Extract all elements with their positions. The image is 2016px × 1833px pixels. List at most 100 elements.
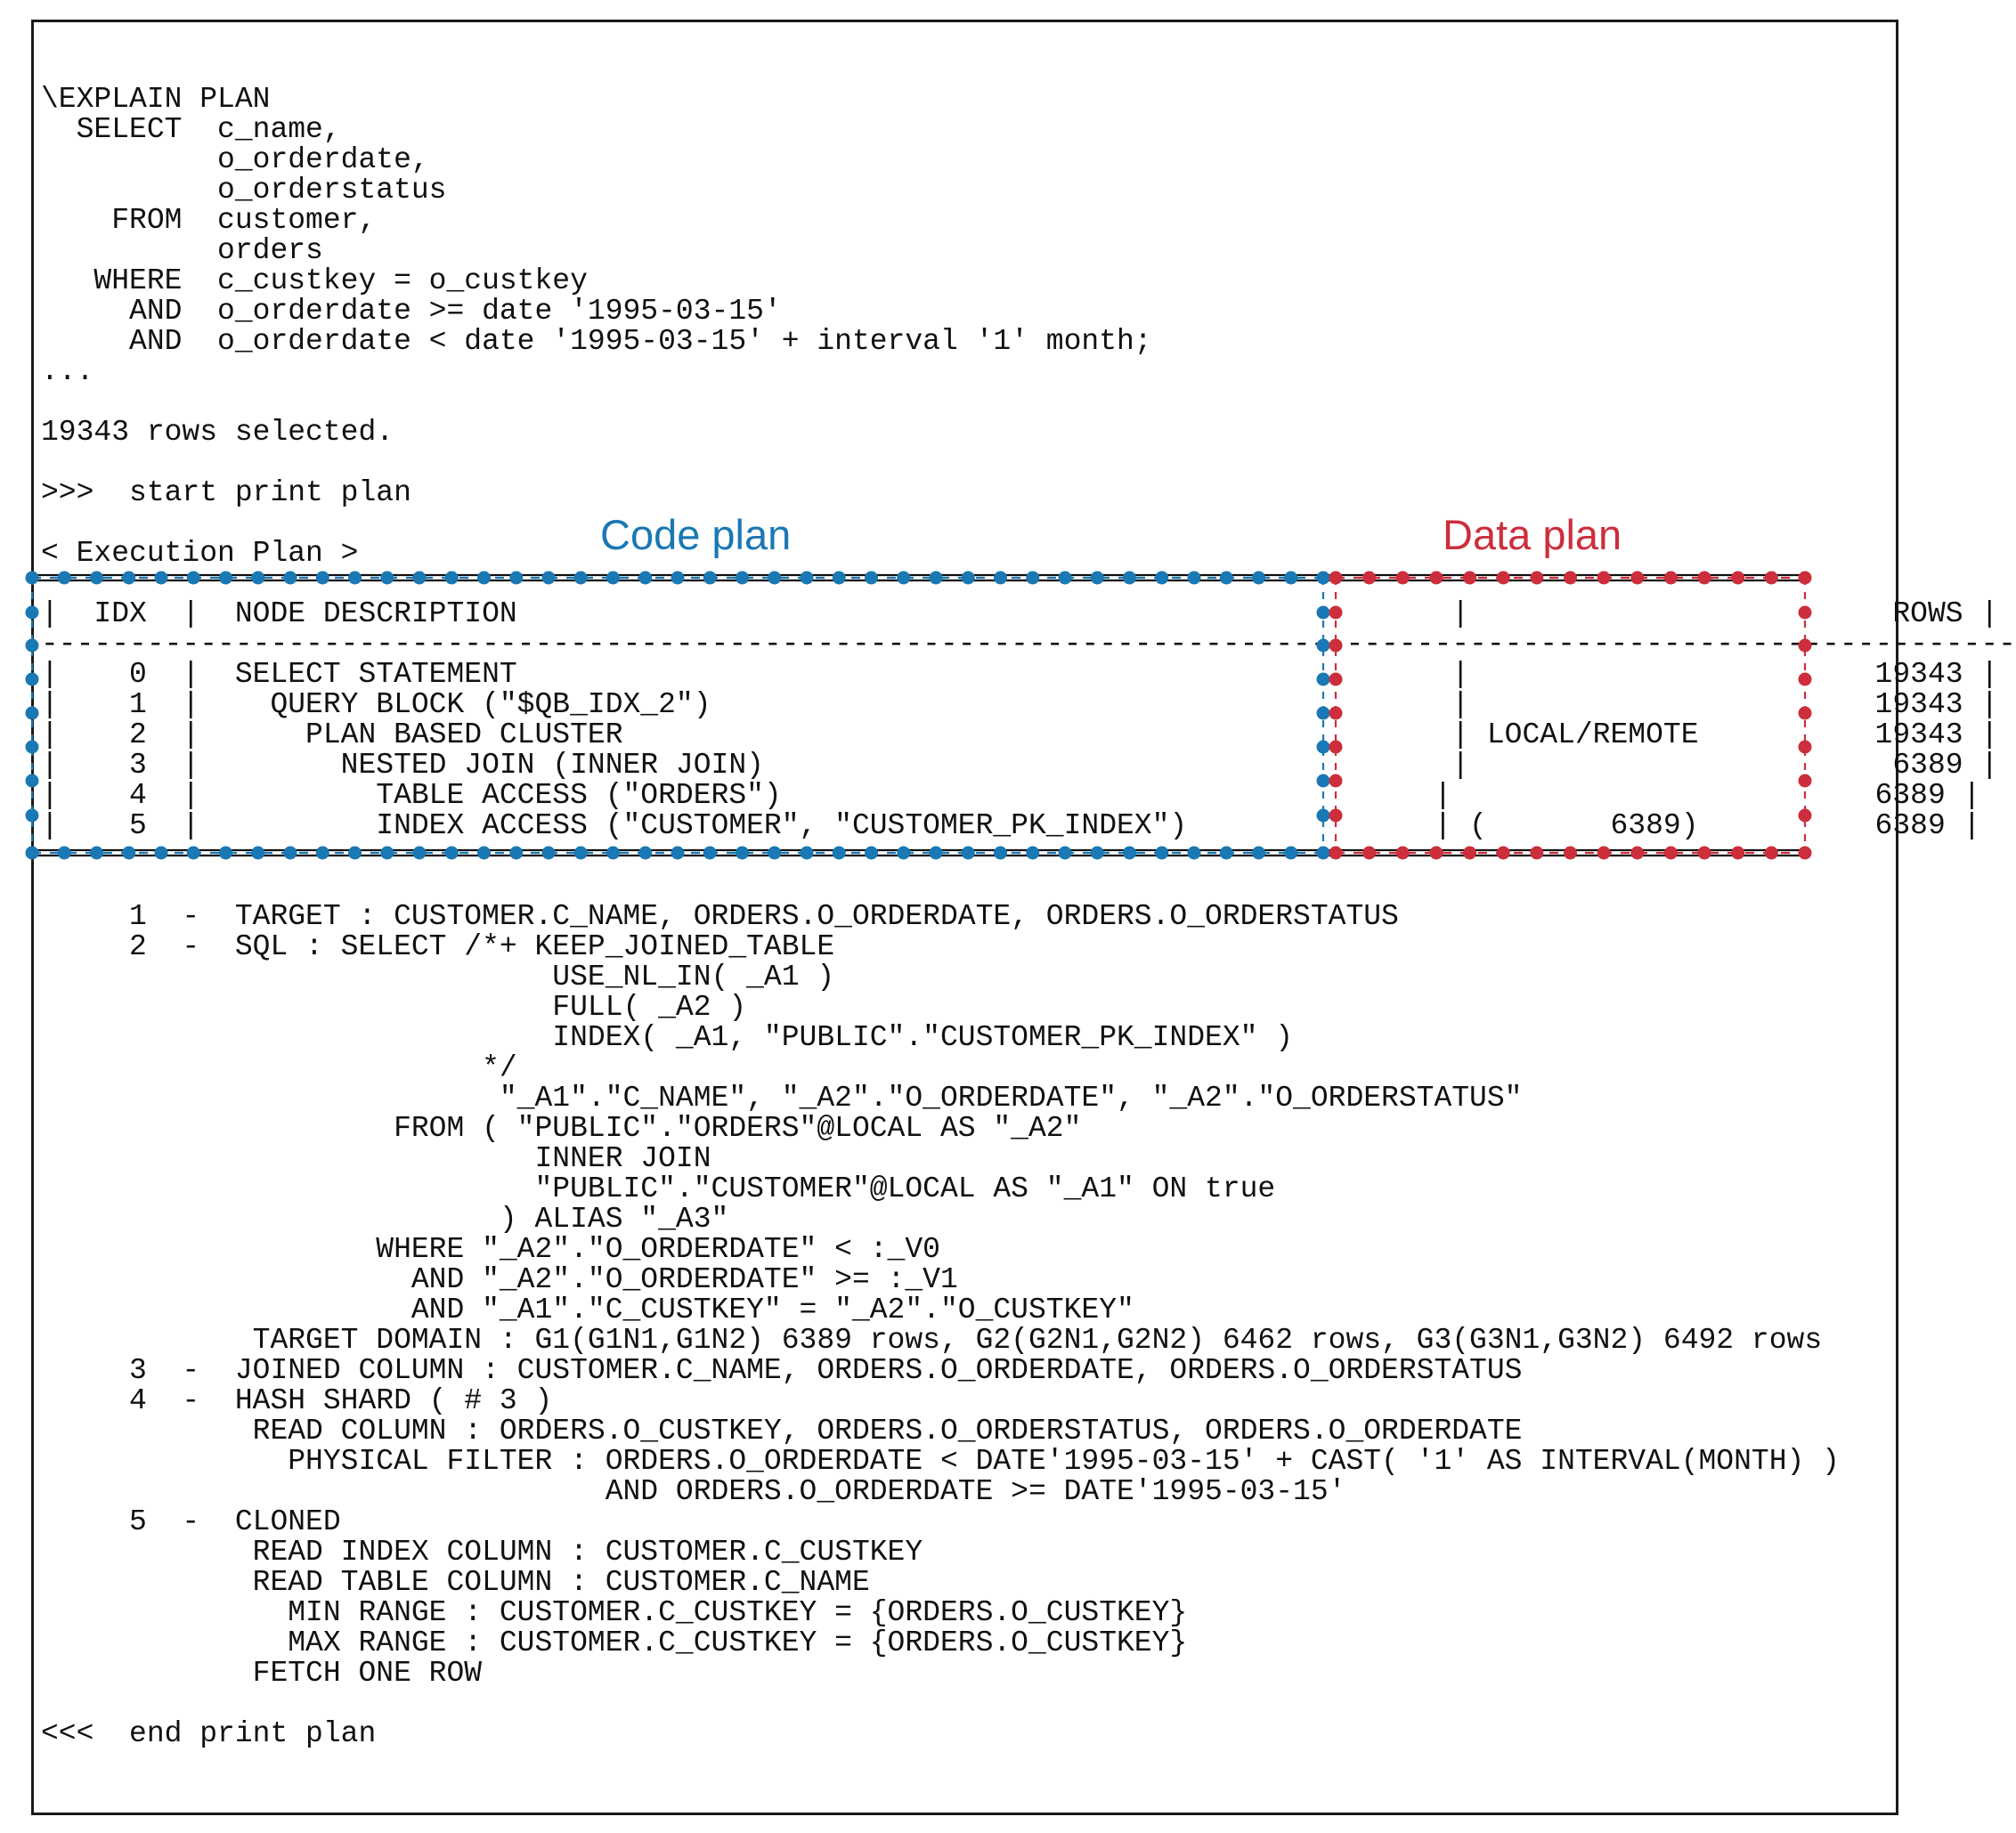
code-plan-outline-dot: [186, 571, 200, 585]
data-plan-outline-dot: [1798, 808, 1812, 823]
plan-detail-line: 5 - CLONED: [41, 1505, 341, 1538]
code-plan-outline-dot: [1155, 846, 1169, 860]
data-plan-outline-dot: [1798, 706, 1812, 720]
data-plan-outline-dot: [1429, 571, 1443, 585]
rows-selected-message: 19343 rows selected.: [41, 416, 394, 449]
code-plan-outline-dot: [1123, 571, 1136, 585]
data-plan-outline-dot: [1329, 638, 1343, 653]
query-line: AND o_orderdate < date '1995-03-15' + in…: [41, 325, 1152, 358]
data-plan-outline-dot: [1463, 571, 1477, 585]
code-plan-outline-dot: [90, 571, 103, 585]
query-line: AND o_orderdate >= date '1995-03-15': [41, 295, 782, 328]
code-plan-outline-dot: [573, 571, 588, 585]
code-plan-outline-dot: [1187, 571, 1201, 585]
code-plan-outline-dot: [929, 571, 943, 585]
data-plan-outline-dot: [1329, 605, 1343, 620]
code-plan-outline-dot: [1155, 571, 1169, 585]
code-plan-outline-dot: [1316, 846, 1330, 860]
code-plan-outline-dot: [897, 571, 911, 585]
code-plan-outline-dot: [897, 846, 911, 860]
data-plan-outline-dot: [1798, 774, 1812, 788]
code-plan-outline-dot: [251, 571, 265, 585]
code-plan-outline-dot: [703, 571, 717, 585]
plan-detail-line: FETCH ONE ROW: [41, 1657, 483, 1690]
code-plan-outline-dot: [736, 846, 749, 860]
code-plan-outline-dot: [671, 571, 685, 585]
code-plan-outline-dot: [412, 571, 427, 585]
code-plan-outline-dot: [25, 672, 39, 686]
plan-detail-line: ) ALIAS "_A3": [41, 1203, 729, 1236]
code-plan-outline-dot: [283, 571, 297, 585]
data-plan-outline-dot: [1597, 571, 1611, 585]
plan-detail-line: FROM ( "PUBLIC"."ORDERS"@LOCAL AS "_A2": [41, 1112, 1082, 1145]
data-plan-outline-dot: [1798, 605, 1812, 620]
data-plan-outline-dot: [1329, 672, 1343, 686]
code-plan-outline-dot: [186, 846, 200, 860]
plan-detail-line: READ TABLE COLUMN : CUSTOMER.C_NAME: [41, 1566, 870, 1599]
code-plan-outline-dot: [1316, 774, 1330, 788]
code-plan-outline-dot: [832, 846, 846, 860]
data-plan-outline-dot: [1798, 638, 1812, 653]
plan-detail-line: MIN RANGE : CUSTOMER.C_CUSTKEY = {ORDERS…: [41, 1596, 1188, 1629]
data-plan-outline-dot: [1329, 774, 1343, 788]
code-plan-outline-dot: [961, 846, 975, 860]
code-plan-outline-dot: [1090, 846, 1104, 860]
data-plan-outline-dot: [1663, 846, 1678, 860]
data-plan-outline-dot: [1463, 846, 1477, 860]
plan-table-row: | 0 | SELECT STATEMENT | 19343 |: [41, 658, 1999, 691]
code-plan-outline-dot: [283, 846, 297, 860]
data-plan-outline-dot: [1329, 740, 1343, 754]
query-line: ...: [41, 355, 94, 388]
plan-detail-line: AND ORDERS.O_ORDERDATE >= DATE'1995-03-1…: [41, 1475, 1346, 1508]
code-plan-outline-dot: [444, 846, 459, 860]
start-print-plan-marker: >>> start print plan: [41, 476, 411, 509]
plan-table-header: | IDX | NODE DESCRIPTION | ROWS |: [41, 597, 1999, 630]
code-plan-outline-dot: [865, 846, 878, 860]
code-plan-outline-dot: [412, 846, 427, 860]
code-plan-outline-dot: [25, 706, 39, 720]
execution-plan-title: < Execution Plan >: [41, 537, 359, 570]
plan-detail-line: INDEX( _A1, "PUBLIC"."CUSTOMER_PK_INDEX"…: [41, 1021, 1294, 1054]
code-plan-outline-dot: [994, 571, 1007, 585]
code-plan-outline-dot: [1252, 846, 1265, 860]
plan-detail-line: 4 - HASH SHARD ( # 3 ): [41, 1384, 553, 1417]
code-plan-outline-dot: [832, 571, 846, 585]
data-plan-outline-dot: [1663, 571, 1678, 585]
code-plan-outline-dot: [1284, 571, 1298, 585]
query-line: FROM customer,: [41, 204, 377, 237]
data-plan-outline-dot: [1597, 846, 1611, 860]
code-plan-outline-dot: [25, 638, 39, 653]
plan-table-divider: ----------------------------------------…: [41, 628, 2016, 661]
code-plan-outline-dot: [994, 846, 1007, 860]
data-plan-outline-dot: [1329, 846, 1343, 860]
plan-table-row: | 4 | TABLE ACCESS ("ORDERS") | 6389 |: [41, 779, 1981, 812]
code-plan-outline-dot: [122, 571, 136, 585]
plan-detail-line: 2 - SQL : SELECT /*+ KEEP_JOINED_TABLE: [41, 930, 835, 963]
data-plan-outline-dot: [1731, 846, 1745, 860]
plan-region-overlay: [25, 571, 1812, 860]
code-plan-label: Code plan: [600, 511, 792, 558]
data-plan-outline-dot: [1362, 571, 1377, 585]
data-plan-outline-dot: [1630, 846, 1645, 860]
code-plan-outline-dot: [1026, 571, 1040, 585]
code-plan-outline-dot: [1026, 846, 1040, 860]
code-plan-outline-dot: [1123, 846, 1136, 860]
code-plan-outline-dot: [1219, 571, 1233, 585]
code-plan-outline-dot: [57, 571, 71, 585]
data-plan-outline-dot: [1329, 808, 1343, 823]
code-plan-outline-dot: [736, 571, 749, 585]
plan-table-row: | 1 | QUERY BLOCK ("$QB_IDX_2") | 19343 …: [41, 688, 1999, 721]
code-plan-outline-dot: [1187, 846, 1201, 860]
code-plan-outline-dot: [57, 846, 71, 860]
plan-detail-line: AND "_A1"."C_CUSTKEY" = "_A2"."O_CUSTKEY…: [41, 1294, 1134, 1326]
data-plan-outline-dot: [1798, 740, 1812, 754]
code-plan-outline-dot: [1252, 571, 1265, 585]
data-plan-outline-dot: [1697, 846, 1711, 860]
code-plan-outline-dot: [122, 846, 136, 860]
data-plan-outline-dot: [1362, 846, 1377, 860]
code-plan-outline-dot: [90, 846, 103, 860]
data-plan-outline-dot: [1630, 571, 1645, 585]
code-plan-outline-dot: [380, 571, 394, 585]
code-plan-outline-dot: [1316, 638, 1330, 653]
code-plan-outline-dot: [348, 571, 362, 585]
